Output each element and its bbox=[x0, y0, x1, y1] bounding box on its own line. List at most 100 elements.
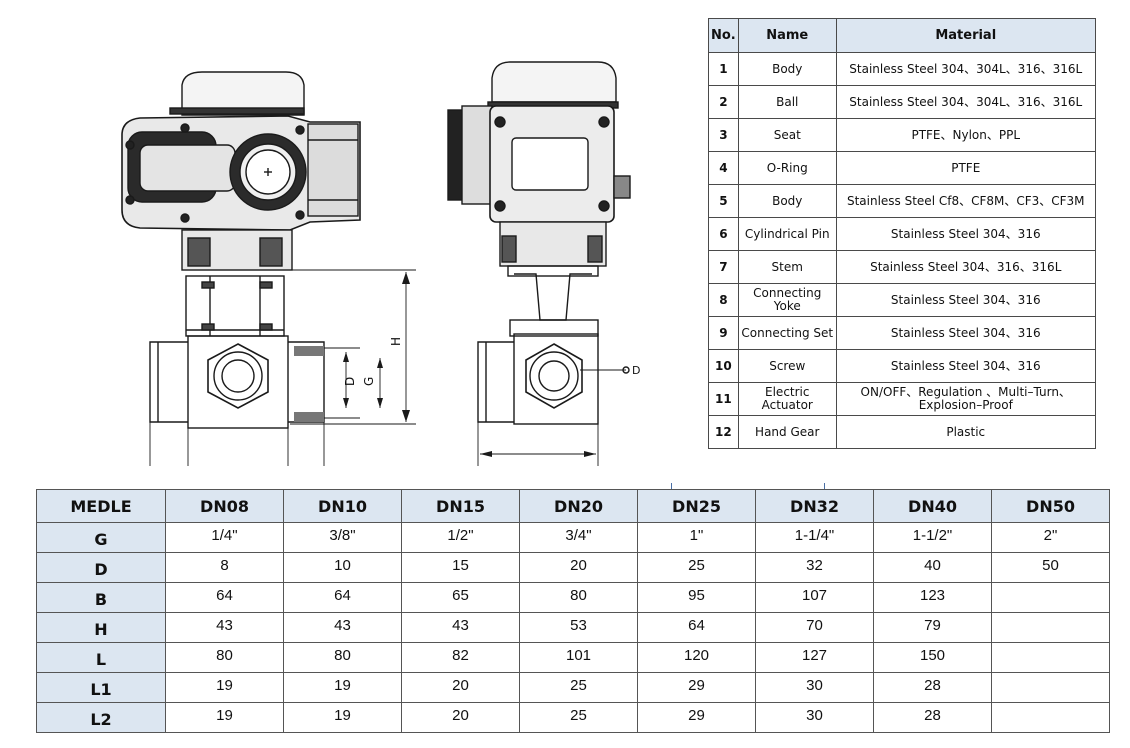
dimension-value: 19 bbox=[165, 672, 284, 703]
dimension-label: L bbox=[36, 642, 166, 673]
dimension-value: 80 bbox=[519, 582, 638, 613]
dimension-label: L2 bbox=[36, 702, 166, 733]
dimension-label: L1 bbox=[36, 672, 166, 703]
table-row: 1 Body Stainless Steel 304、304L、316、316L bbox=[708, 52, 1096, 86]
dimensions-header-row: MEDLE DN08 DN10 DN15 DN20 DN25 DN32 DN40… bbox=[36, 489, 1110, 523]
table-row: 3 Seat PTFE、Nylon、PPL bbox=[708, 118, 1096, 152]
dimension-value: 123 bbox=[873, 582, 992, 613]
part-number: 3 bbox=[708, 118, 739, 152]
dimension-value: 64 bbox=[637, 612, 756, 643]
dimension-value: 19 bbox=[283, 672, 402, 703]
table-row: 8 Connecting Yoke Stainless Steel 304、31… bbox=[708, 283, 1096, 317]
dimension-value: 30 bbox=[755, 672, 874, 703]
header-size: DN50 bbox=[991, 489, 1110, 523]
part-name: Body bbox=[737, 52, 837, 86]
part-number: 10 bbox=[708, 349, 739, 383]
table-row: 7 Stem Stainless Steel 304、316、316L bbox=[708, 250, 1096, 284]
materials-table: No. Name Material 1 Body Stainless Steel… bbox=[708, 18, 1096, 449]
dimension-value: 20 bbox=[519, 552, 638, 583]
dimension-value bbox=[991, 702, 1110, 733]
front-view bbox=[121, 71, 416, 466]
dimension-value: 25 bbox=[519, 672, 638, 703]
dimension-value: 1/2" bbox=[401, 522, 520, 553]
dimension-value: 15 bbox=[401, 552, 520, 583]
table-row: 12 Hand Gear Plastic bbox=[708, 415, 1096, 449]
dimension-value: 70 bbox=[755, 612, 874, 643]
dimension-value: 101 bbox=[519, 642, 638, 673]
header-size: DN32 bbox=[755, 489, 874, 523]
dimension-value: 80 bbox=[165, 642, 284, 673]
dimension-value: 95 bbox=[637, 582, 756, 613]
dimensions-table: MEDLE DN08 DN10 DN15 DN20 DN25 DN32 DN40… bbox=[36, 489, 1110, 733]
dimension-value: 1/4" bbox=[165, 522, 284, 553]
part-name: Cylindrical Pin bbox=[737, 217, 837, 251]
part-material: PTFE bbox=[835, 151, 1096, 185]
part-number: 4 bbox=[708, 151, 739, 185]
dimension-value: 25 bbox=[637, 552, 756, 583]
dimension-value: 127 bbox=[755, 642, 874, 673]
dimension-label-d: D bbox=[343, 377, 357, 386]
table-row: 4 O-Ring PTFE bbox=[708, 151, 1096, 185]
dimension-value bbox=[991, 642, 1110, 673]
dimension-value: 64 bbox=[283, 582, 402, 613]
dimension-value: 32 bbox=[755, 552, 874, 583]
part-number: 1 bbox=[708, 52, 739, 86]
dimension-value: 20 bbox=[401, 672, 520, 703]
dimension-value: 80 bbox=[283, 642, 402, 673]
dimension-label: G bbox=[36, 522, 166, 553]
side-view bbox=[447, 61, 631, 466]
header-size: DN15 bbox=[401, 489, 520, 523]
part-name: Connecting Set bbox=[737, 316, 837, 350]
part-material: Stainless Steel 304、316 bbox=[835, 217, 1096, 251]
dimension-value bbox=[991, 672, 1110, 703]
part-name: Connecting Yoke bbox=[737, 283, 837, 317]
header-size: DN08 bbox=[165, 489, 284, 523]
part-name: Body bbox=[737, 184, 837, 218]
part-material: Stainless Steel 304、316、316L bbox=[835, 250, 1096, 284]
dimension-label: B bbox=[36, 582, 166, 613]
dimension-value: 107 bbox=[755, 582, 874, 613]
dimension-value bbox=[991, 612, 1110, 643]
part-number: 7 bbox=[708, 250, 739, 284]
dimension-label-d-side: D bbox=[632, 364, 640, 377]
dimension-value: 64 bbox=[165, 582, 284, 613]
dimension-value: 1-1/2" bbox=[873, 522, 992, 553]
part-name: Seat bbox=[737, 118, 837, 152]
dimension-value: 43 bbox=[165, 612, 284, 643]
dimension-value: 120 bbox=[637, 642, 756, 673]
dimension-value: 3/4" bbox=[519, 522, 638, 553]
header-material: Material bbox=[835, 18, 1096, 53]
header-no: No. bbox=[708, 18, 739, 53]
dimension-value: 2" bbox=[991, 522, 1110, 553]
dimension-value: 29 bbox=[637, 672, 756, 703]
dimension-value: 19 bbox=[165, 702, 284, 733]
dimension-value: 19 bbox=[283, 702, 402, 733]
dimension-value: 1-1/4" bbox=[755, 522, 874, 553]
header-size: DN10 bbox=[283, 489, 402, 523]
part-number: 12 bbox=[708, 415, 739, 449]
dimension-value: 1" bbox=[637, 522, 756, 553]
dimension-value: 79 bbox=[873, 612, 992, 643]
part-name: Stem bbox=[737, 250, 837, 284]
part-material: Stainless Steel 304、316 bbox=[835, 283, 1096, 317]
dimension-label-h: H bbox=[389, 337, 403, 346]
table-row: 9 Connecting Set Stainless Steel 304、316 bbox=[708, 316, 1096, 350]
part-name: Electric Actuator bbox=[737, 382, 837, 416]
part-material: PTFE、Nylon、PPL bbox=[835, 118, 1096, 152]
table-row: 2 Ball Stainless Steel 304、304L、316、316L bbox=[708, 85, 1096, 119]
dimension-value: 50 bbox=[991, 552, 1110, 583]
dimension-value: 43 bbox=[283, 612, 402, 643]
dimension-label: H bbox=[36, 612, 166, 643]
dimension-value: 20 bbox=[401, 702, 520, 733]
dimension-value: 150 bbox=[873, 642, 992, 673]
header-size: DN25 bbox=[637, 489, 756, 523]
valve-technical-drawing: H D G D bbox=[110, 40, 670, 472]
dimension-value: 25 bbox=[519, 702, 638, 733]
part-material: Stainless Steel 304、316 bbox=[835, 349, 1096, 383]
dimension-value: 30 bbox=[755, 702, 874, 733]
part-name: Hand Gear bbox=[737, 415, 837, 449]
